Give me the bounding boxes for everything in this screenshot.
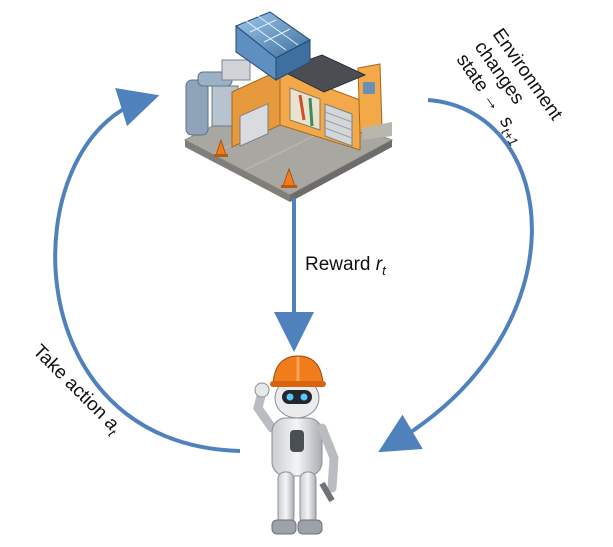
- robot-worker-icon: [253, 355, 339, 535]
- factory-building-icon: [183, 11, 394, 202]
- traffic-cone-icon: [214, 138, 228, 157]
- traffic-cone-icon: [281, 167, 297, 188]
- hard-hat-icon: [270, 355, 326, 387]
- reward-label: Reward rt: [305, 254, 387, 278]
- state-change-arrow: [378, 98, 534, 453]
- environment-changes-state-label: Environment changes state → st+1: [449, 25, 569, 156]
- action-arrow: [53, 88, 241, 453]
